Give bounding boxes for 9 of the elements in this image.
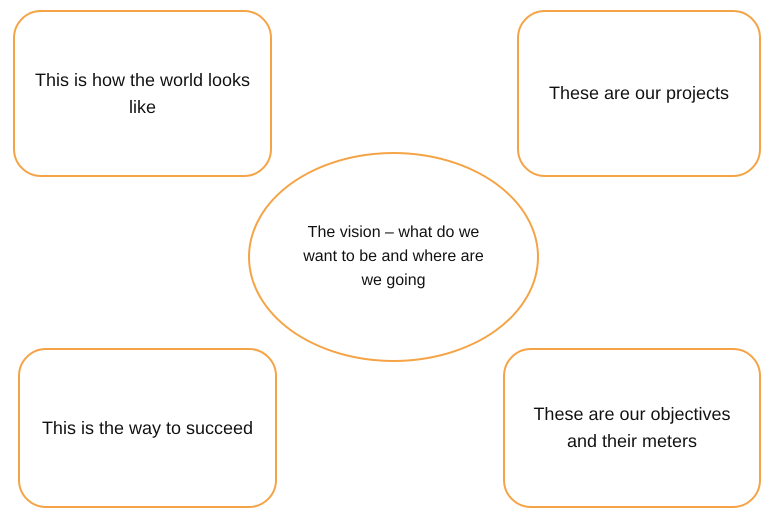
rounded-box xyxy=(13,10,272,177)
rounded-box xyxy=(517,10,761,177)
node-text: These are our projects xyxy=(548,82,730,105)
node-text: This is the way to succeed xyxy=(42,416,254,440)
rounded-box xyxy=(503,348,761,508)
node-text: The vision – what do we want to be and where are we going xyxy=(302,223,485,291)
node-text: These are our objectives and their meters xyxy=(532,403,732,453)
node-text: This is how the world looks like xyxy=(34,68,252,118)
rounded-box xyxy=(18,348,277,508)
